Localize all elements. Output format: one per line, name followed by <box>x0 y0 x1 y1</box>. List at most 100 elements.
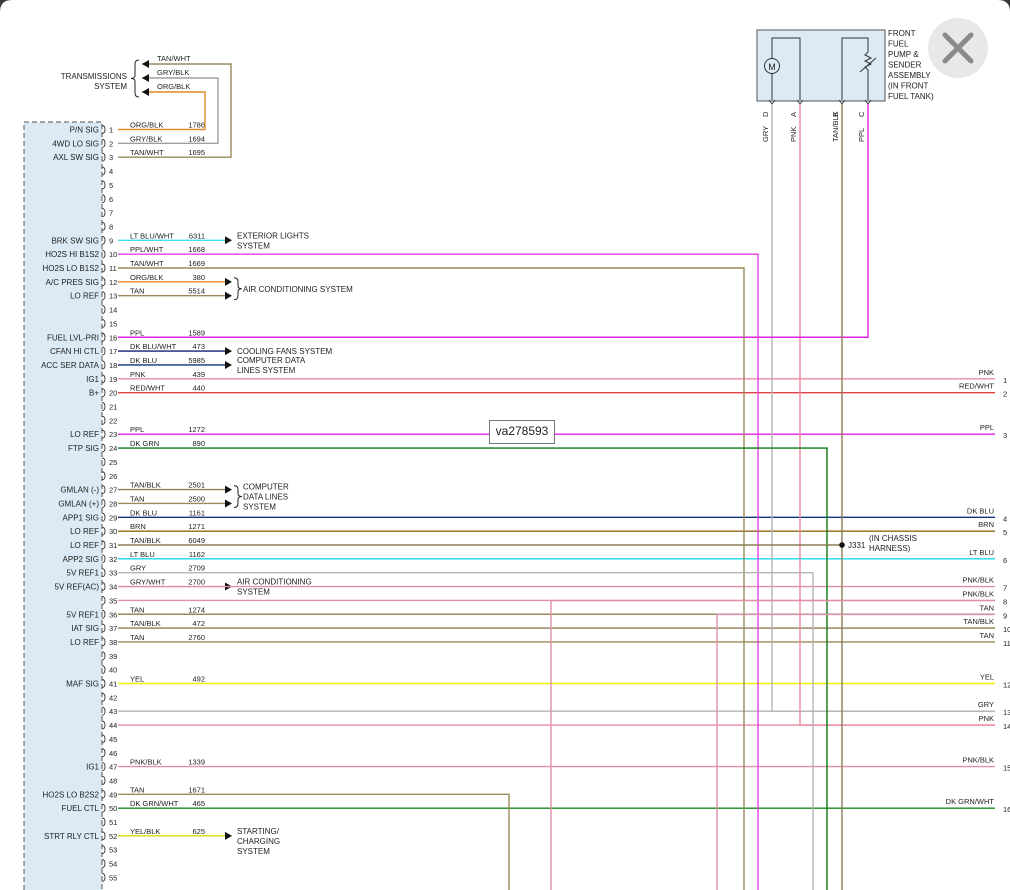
system-name: LINES SYSTEM <box>237 366 296 375</box>
pin-number: 35 <box>109 596 117 605</box>
pin-number: 4 <box>109 167 113 176</box>
pin-number: 45 <box>109 735 117 744</box>
pin-signal-label: LO REF <box>70 430 99 439</box>
pump-pin-label: B <box>831 112 840 117</box>
connector-wire-label: TAN/BLK <box>963 617 994 626</box>
pin-number: 15 <box>109 319 117 328</box>
fuel-pump-label: FUEL TANK) <box>888 92 934 101</box>
splice-id: J331 <box>848 541 866 550</box>
pin-signal-label: LO REF <box>70 527 99 536</box>
pin-number: 26 <box>109 472 117 481</box>
connector-wire-label: BRN <box>978 520 994 529</box>
pin-number: 16 <box>109 333 117 342</box>
pin-terminal-icon <box>101 706 106 716</box>
wire-color-label: TAN <box>130 785 144 794</box>
connector-wire-label: TAN <box>980 631 994 640</box>
pin-number: 24 <box>109 444 117 453</box>
pin-terminal-icon <box>101 180 106 190</box>
system-name: SYSTEM <box>243 503 276 512</box>
wire-color-label: PNK <box>130 370 145 379</box>
pin-number: 12 <box>109 278 117 287</box>
connector-number: 1 <box>1003 376 1007 385</box>
pin-terminal-icon <box>101 208 106 218</box>
transmission-wire <box>118 77 219 145</box>
internal-wire <box>841 37 869 100</box>
wire-color-label: GRY/WHT <box>130 578 166 587</box>
pump-wire <box>799 104 995 726</box>
pin-terminal-icon <box>101 318 106 328</box>
pin-terminal-icon <box>101 679 106 688</box>
arrow-icon <box>225 831 232 840</box>
pin-terminal-icon <box>101 568 106 578</box>
connector-number: 16 <box>1003 805 1010 814</box>
pin-number: 33 <box>109 569 117 578</box>
pin-number: 1 <box>109 126 113 135</box>
pin-number: 14 <box>109 306 117 315</box>
pin-terminal-icon <box>101 374 106 384</box>
wire-color-label: DK GRN <box>130 439 159 448</box>
circuit-number: 465 <box>192 799 205 808</box>
pin-terminal-icon <box>101 152 106 162</box>
pump-wire-label: TAN/BLK <box>831 111 840 142</box>
connector-number: 15 <box>1003 764 1010 773</box>
connector-wire-label: TAN <box>980 603 994 612</box>
pin-number: 22 <box>109 416 117 425</box>
pin-terminal-icon <box>101 471 106 481</box>
pin-number: 27 <box>109 486 117 495</box>
circuit-number: 1695 <box>188 148 205 157</box>
circuit-number: 1694 <box>188 134 205 143</box>
connector-wire-label: PNK <box>979 368 994 377</box>
system-name: STARTING/ <box>237 827 280 836</box>
pin-terminal-icon <box>101 485 106 495</box>
pin-number: 21 <box>109 403 117 412</box>
motor-label: M <box>768 62 776 72</box>
pin-number: 39 <box>109 652 117 661</box>
pump-wire-label: PPL <box>857 128 866 142</box>
pin-terminal-icon <box>101 194 106 204</box>
pin-signal-label: APP2 SIG <box>63 555 99 564</box>
pin-number: 19 <box>109 375 117 384</box>
sender-resistor-icon <box>863 51 873 100</box>
pin-terminal-icon <box>101 222 106 231</box>
connector-wire-label: LT BLU <box>969 548 994 557</box>
fuel-pump-label: FRONT <box>888 29 916 38</box>
wire-color-label: TAN/WHT <box>157 54 191 63</box>
pin-number: 17 <box>109 347 117 356</box>
pin-terminal-icon <box>101 776 106 785</box>
arrow-icon <box>225 277 232 286</box>
pin-number: 48 <box>109 776 117 785</box>
pin-number: 34 <box>109 583 117 592</box>
circuit-number: 1668 <box>188 245 205 254</box>
sender-wiper-icon <box>859 57 877 73</box>
pin-terminal-icon <box>101 277 106 287</box>
system-name: COMPUTER DATA <box>237 356 306 365</box>
pin-signal-label: LO REF <box>70 292 99 301</box>
pin-number: 28 <box>109 499 117 508</box>
pin-number: 2 <box>109 139 113 148</box>
system-brace-icon <box>233 277 243 301</box>
circuit-number: 625 <box>192 827 205 836</box>
connector-wire-label: DK GRN/WHT <box>946 797 995 806</box>
wire-color-label: PPL/WHT <box>130 245 164 254</box>
wire-color-label: RED/WHT <box>130 384 165 393</box>
connector-wire-label: PNK/BLK <box>962 756 994 765</box>
pin-number: 20 <box>109 389 117 398</box>
connector-number: 2 <box>1003 390 1007 399</box>
pin-terminal-icon <box>101 332 106 342</box>
route-wire <box>550 599 995 890</box>
circuit-number: 5514 <box>188 287 205 296</box>
pin-signal-label: A/C PRES SIG <box>46 278 99 287</box>
connector-number: 11 <box>1003 639 1010 648</box>
pin-signal-label: STRT RLY CTL <box>44 832 100 841</box>
pin-terminal-icon <box>101 540 106 550</box>
wire-color-label: GRY/BLK <box>130 134 162 143</box>
pin-terminal-icon <box>101 457 106 467</box>
pin-terminal-icon <box>101 859 106 868</box>
pin-terminal-icon <box>101 402 106 411</box>
pin-signal-label: IAT SIG <box>71 624 99 633</box>
route-wire <box>118 267 745 890</box>
close-button[interactable] <box>928 18 988 78</box>
circuit-number: 2500 <box>188 494 205 503</box>
pin-signal-label: HO2S HI B1S2 <box>45 250 99 259</box>
pin-number: 37 <box>109 624 117 633</box>
